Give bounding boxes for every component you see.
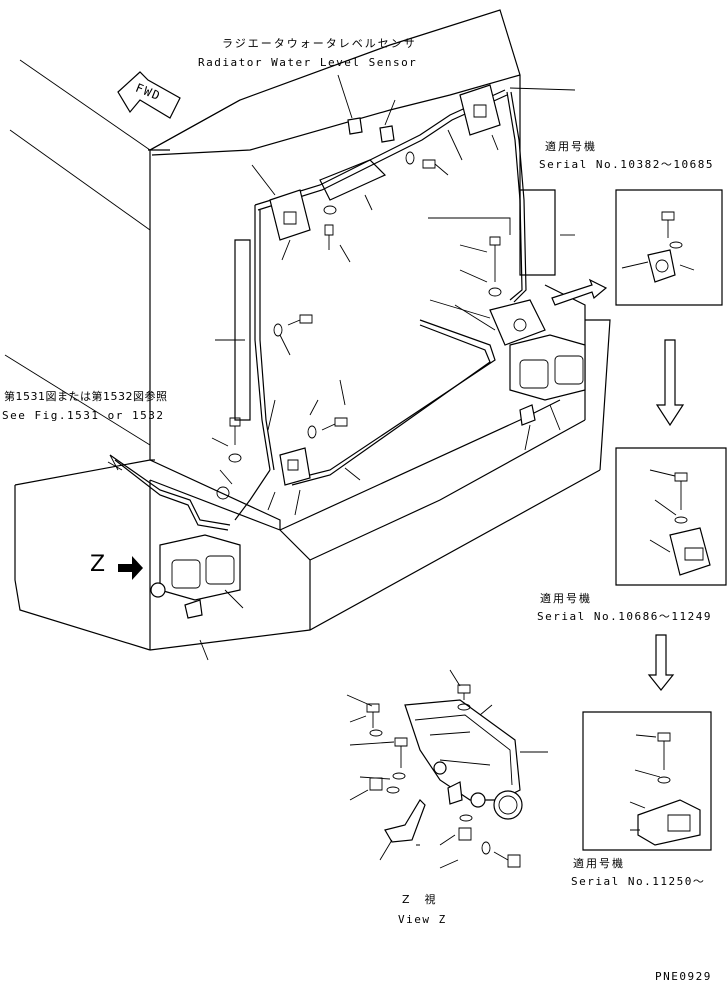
- serial3-label-jp: 適用号機: [573, 857, 625, 870]
- fig-ref-label-jp: 第1531図または第1532図参照: [4, 390, 168, 403]
- right-arrow-icon: [552, 280, 606, 305]
- fig-ref-label-en: See Fig.1531 or 1532: [2, 409, 165, 422]
- serial1-label-jp: 適用号機: [545, 140, 597, 153]
- fasteners: [185, 152, 535, 618]
- headlamp-right: [510, 335, 585, 400]
- fwd-arrow-icon: [118, 72, 180, 118]
- serial1-label-en: Serial No.10382～10685: [539, 158, 714, 171]
- sensor-label-jp: ラジエータウォータレベルセンサ: [222, 37, 417, 50]
- serial2-label-en: Serial No.10686～11249: [537, 610, 712, 623]
- connector-center: [280, 448, 310, 485]
- view-z-detail: [347, 670, 548, 868]
- inset-box-3: [583, 712, 711, 850]
- serial2-label-jp: 適用号機: [540, 592, 592, 605]
- z-view-arrow-icon: [118, 556, 143, 580]
- connector-rear-right: [490, 300, 545, 345]
- inset-box-2: [616, 448, 726, 585]
- sensor-label-en: Radiator Water Level Sensor: [198, 56, 418, 69]
- view-z-label-jp: Z 視: [402, 893, 438, 906]
- down-arrow-icon: [649, 340, 683, 690]
- inset-box-1: [616, 190, 722, 305]
- connector-left-upper: [270, 190, 310, 240]
- water-level-sensor: [338, 75, 394, 142]
- connector-right-upper: [460, 85, 500, 135]
- serial3-label-en: Serial No.11250～: [571, 875, 706, 888]
- leader-lines: [108, 88, 575, 660]
- page-code: PNE0929: [655, 970, 712, 983]
- view-z-label-en: View Z: [398, 913, 447, 926]
- z-mark-label: Z: [90, 552, 106, 577]
- wiring-harness: [110, 90, 555, 530]
- cab-body: [5, 10, 610, 650]
- headlamp-left: [151, 535, 240, 600]
